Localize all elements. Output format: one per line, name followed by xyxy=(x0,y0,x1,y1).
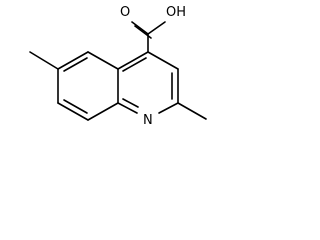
ring-bond-n1-c8a xyxy=(117,102,138,114)
ring-bond-c4a-c5 xyxy=(87,51,119,70)
hydroxyl-label: OH xyxy=(166,5,186,20)
ring-nitrogen-label: N xyxy=(143,113,153,128)
ring-bond-c8-c8a xyxy=(87,102,119,121)
ring-bond-c7-c8 xyxy=(57,102,89,121)
ring-bond-c5-c6 xyxy=(57,51,89,70)
methyl-bond-c6 xyxy=(29,51,59,70)
quinoline-carboxylic-acid-structure: O OH N xyxy=(29,5,207,128)
carbon-oxygen-double-bond-a xyxy=(131,21,149,35)
ring-bond-c4-c3 xyxy=(147,51,179,70)
carbonyl-oxygen-label: O xyxy=(120,5,130,20)
ring-double-bond-c5-c6-inner xyxy=(63,57,88,72)
ring-bond-c4-c4a xyxy=(117,51,149,70)
ring-double-bond-c4-c4a-inner xyxy=(122,57,147,72)
ring-double-bond-c7-c8-inner xyxy=(63,99,88,114)
methyl-bond-c2 xyxy=(177,102,207,120)
ring-bond-c2-n1-a xyxy=(158,102,179,114)
carbon-oxygen-double-bond-b xyxy=(134,25,152,39)
carbon-hydroxyl-bond xyxy=(147,21,166,35)
ring-double-bond-n1-c8a-inner xyxy=(122,98,139,108)
molecule-canvas: O OH N xyxy=(0,0,215,157)
